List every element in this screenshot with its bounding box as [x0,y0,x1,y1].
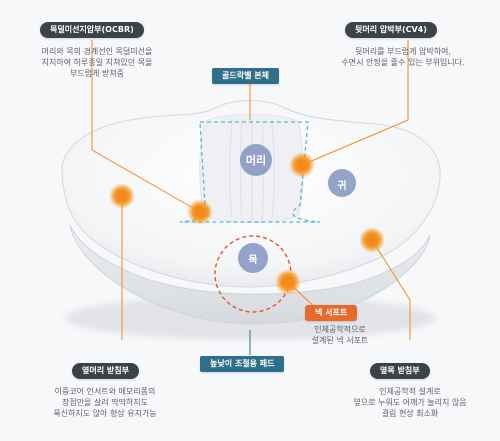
side-head-desc-line-3: 푹신하지도 않아 형상 유지가능 [53,409,157,418]
height-pad-pill: 높낮이 조절용 패드 [200,356,285,372]
ocbr-desc-line-2: 지지하여 하루종일 지쳐있던 목을 [41,58,153,67]
side-head-desc-line-1: 이중코어 인서트와 메모리폼의 [54,387,156,396]
cv4-desc-line-1: 뒷머리를 부드럽게 압박하여, [355,47,451,56]
goldilocks-body-pill: 골드락벨 본체 [212,68,279,84]
neck-support-desc-line-2: 설계된 넥 서포트 [311,336,369,345]
neck-support-desc-line-1: 인체공학적으로 [314,325,366,334]
side-head-desc-line-2: 장점만을 살려 딱딱하지도 [61,398,149,407]
cv4-description: 뒷머리를 부드럽게 압박하여, 수면시 안정을 줄수 있는 부위입니다. [318,46,488,68]
ocbr-desc-line-1: 머리와 목의 경계선인 목덜미선을 [41,47,153,56]
neck-support-description: 인체공학적으로 설계된 넥 서포트 [285,324,395,346]
side-head-title-pill: 옆머리 받침부 [72,363,139,379]
body-dashed-outline [179,121,321,223]
head-circle [240,144,272,176]
side-neck-desc-line-2: 옆으로 누워도 어깨가 눌리지 않음 [353,398,467,407]
head-circle-label: 머리 [245,154,267,167]
neck-circle [238,243,268,273]
cv4-title-pill: 뒷머리 압박부(CV4) [345,22,437,38]
hotspot-dots [109,152,385,295]
side-neck-description: 인체공학적 설계로 옆으로 누워도 어깨가 눌리지 않음 결림 현상 최소화 [325,386,495,419]
height-adjust-pad-shape [69,224,431,325]
ear-circle [328,169,356,197]
ear-circle-label: 귀 [337,181,347,192]
side-neck-desc-line-3: 결림 현상 최소화 [381,409,439,418]
side-neck-title-pill: 옆목 받침부 [370,363,430,379]
side-neck-desc-line-1: 인체공학적 설계로 [379,387,441,396]
ocbr-description: 머리와 목의 경계선인 목덜미선을 지지하여 하루종일 지쳐있던 목을 부드럽게… [22,46,172,79]
neck-circle-label: 목 [248,255,258,266]
side-head-description: 이중코어 인서트와 메모리폼의 장점만을 살려 딱딱하지도 푹신하지도 않아 형… [20,386,190,419]
ocbr-desc-line-3: 부드럽게 받쳐줌 [69,69,125,78]
neck-support-pill: 넥 서포트 [305,305,358,321]
cv4-desc-line-2: 수면시 안정을 줄수 있는 부위입니다. [341,58,465,67]
ocbr-title-pill: 목덜미선지압부(OCBR) [40,22,144,38]
